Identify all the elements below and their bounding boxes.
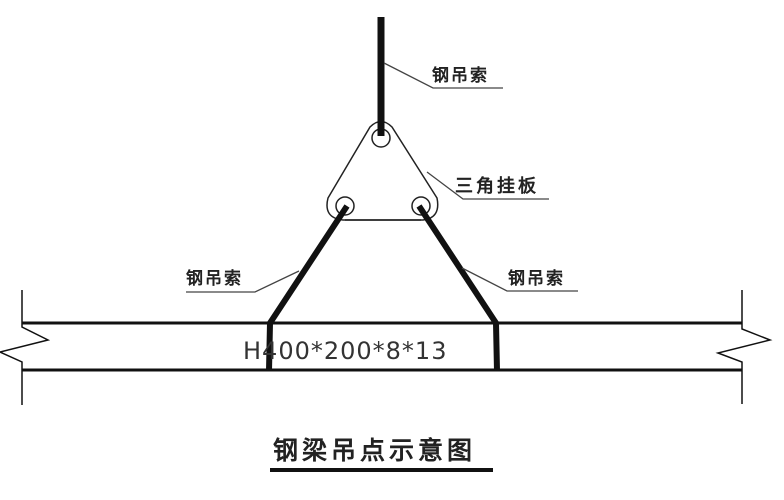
- cables: [266, 17, 500, 372]
- right-cable: [416, 204, 500, 372]
- label-right-cable: 钢吊索: [508, 269, 565, 289]
- label-triangle-plate: 三角挂板: [455, 176, 539, 197]
- leader-plate: [426, 171, 549, 200]
- left-cable: [266, 204, 350, 372]
- right-hole: [411, 196, 431, 216]
- right-break-symbol: [715, 290, 773, 404]
- label-beam-section: H400*200*8*13: [243, 337, 448, 365]
- leader-top-cable: [383, 62, 503, 89]
- label-top-cable: 钢吊索: [432, 66, 489, 86]
- steel-beam: [0, 290, 773, 405]
- leader-left-cable: [186, 270, 300, 293]
- leader-right-cable: [461, 267, 578, 292]
- left-break-symbol: [0, 290, 51, 405]
- leader-lines: [186, 62, 578, 293]
- diagram-title: 钢梁吊点示意图: [273, 436, 477, 465]
- label-left-cable: 钢吊索: [186, 269, 243, 289]
- left-hole: [335, 196, 355, 216]
